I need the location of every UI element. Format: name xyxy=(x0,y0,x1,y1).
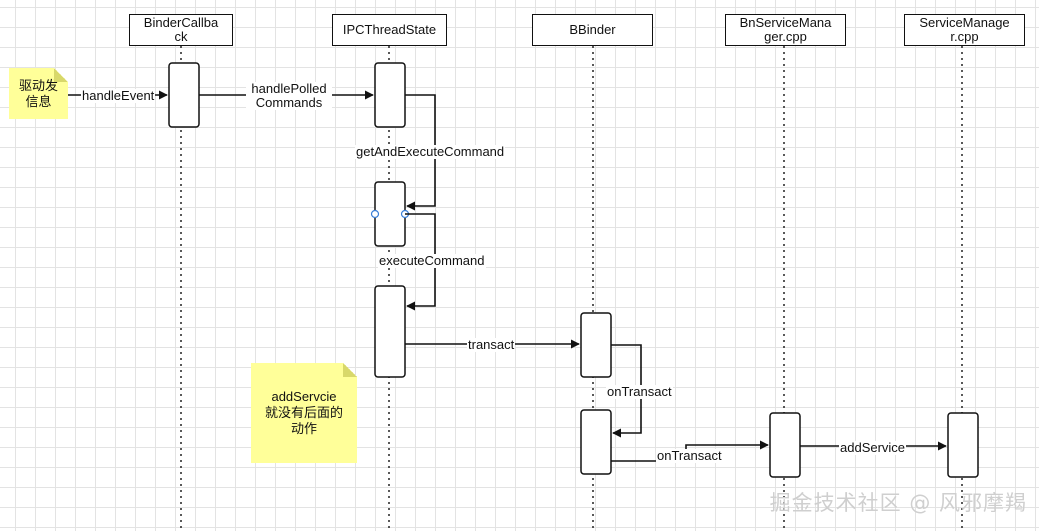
note-addservice[interactable]: addServcie 就没有后面的 动作 xyxy=(251,363,357,463)
participant-bbinder[interactable]: BBinder xyxy=(532,14,653,46)
participant-bnservicemanager[interactable]: BnServiceMana ger.cpp xyxy=(725,14,846,46)
label-on-transact: onTransact xyxy=(656,448,723,463)
activation-bbinder-2[interactable] xyxy=(580,409,612,475)
label-execute-command: executeCommand xyxy=(378,253,486,268)
activation-ipc-1[interactable] xyxy=(374,62,406,128)
note-addservice-fold xyxy=(343,363,357,377)
participant-servicemanager[interactable]: ServiceManage r.cpp xyxy=(904,14,1025,46)
note-driver-fold xyxy=(54,68,68,82)
connection-handle-left[interactable] xyxy=(370,209,380,219)
watermark: 掘金技术社区 @ 风邪摩羯 xyxy=(769,491,1027,515)
activation-bnservicemanager[interactable] xyxy=(769,412,801,478)
label-add-service: addService xyxy=(839,440,907,455)
activation-bindercallback[interactable] xyxy=(168,62,200,128)
label-handle-polled: handlePolled Commands xyxy=(246,82,332,110)
participant-ipcthreadstate[interactable]: IPCThreadState xyxy=(332,14,447,46)
label-get-and-execute: getAndExecuteCommand xyxy=(355,144,506,159)
activation-servicemanager[interactable] xyxy=(947,412,979,478)
activation-ipc-3[interactable] xyxy=(374,285,406,378)
activation-bbinder-1[interactable] xyxy=(580,312,612,378)
label-handle-event: handleEvent xyxy=(81,88,156,103)
activation-ipc-2[interactable] xyxy=(374,181,406,247)
label-on-transact-self: onTransact xyxy=(606,384,673,399)
participant-bindercallback[interactable]: BinderCallba ck xyxy=(129,14,233,46)
label-transact: transact xyxy=(467,337,516,352)
